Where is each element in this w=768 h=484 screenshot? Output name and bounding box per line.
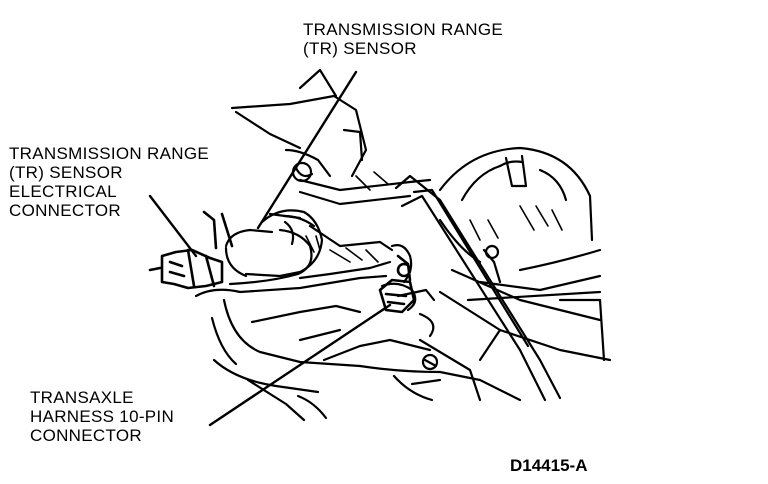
shift-cable [298, 174, 562, 402]
callout-tr-sensor-connector: TRANSMISSION RANGE (TR) SENSOR ELECTRICA… [9, 144, 209, 220]
callout-line: TRANSMISSION RANGE [9, 144, 209, 163]
callout-line: (TR) SENSOR [9, 163, 123, 182]
transaxle-case [194, 274, 522, 422]
callout-line: CONNECTOR [30, 426, 142, 445]
dome-housing [438, 146, 602, 302]
callout-tr-sensor: TRANSMISSION RANGE (TR) SENSOR [303, 20, 503, 58]
upper-housing [230, 68, 368, 183]
leader-tr-connector [148, 194, 198, 258]
leader-lines [148, 70, 392, 427]
leader-tr-sensor [256, 70, 358, 230]
callout-line: TRANSMISSION RANGE [303, 20, 503, 39]
callout-line: (TR) SENSOR [303, 39, 417, 58]
callout-line: CONNECTOR [9, 201, 121, 220]
wiring-harness [228, 214, 436, 338]
figure-id: D14415-A [510, 456, 588, 475]
shading-strokes [305, 171, 563, 263]
callout-line: HARNESS 10-PIN [30, 407, 175, 426]
frame-rails [418, 268, 612, 402]
harness-10pin-connector [378, 254, 416, 314]
callout-harness-connector: TRANSAXLE HARNESS 10-PIN CONNECTOR [30, 388, 174, 445]
callout-line: ELECTRICAL [9, 182, 117, 201]
tr-connector-plug [148, 210, 234, 290]
leader-harness [208, 303, 392, 427]
callout-line: TRANSAXLE [30, 388, 134, 407]
